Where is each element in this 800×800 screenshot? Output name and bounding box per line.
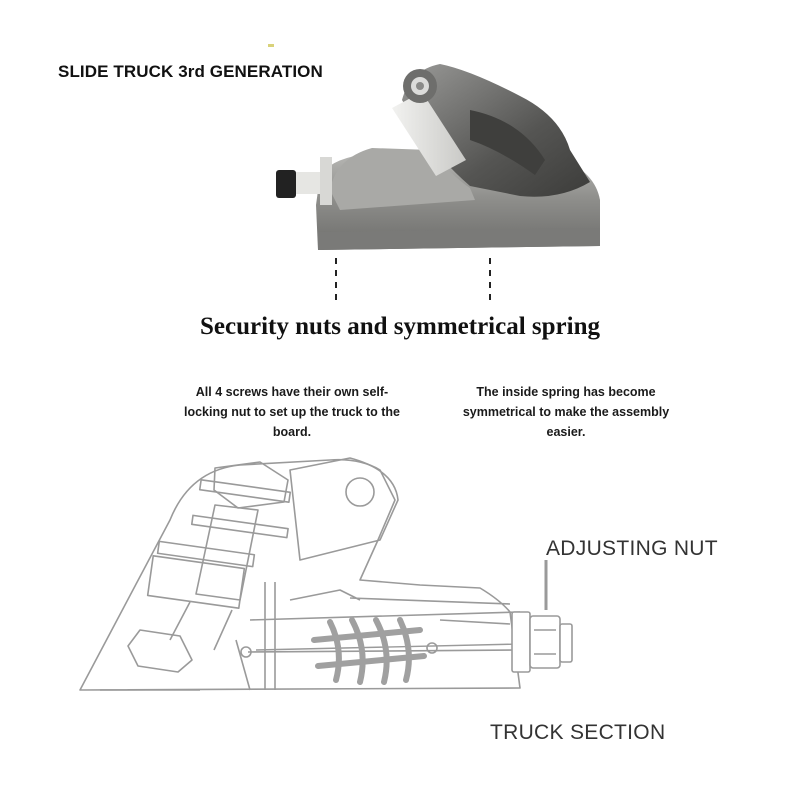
kingpin-shaft (195, 504, 259, 601)
note-symmetrical-spring: The inside spring has become symmetrical… (462, 385, 670, 439)
body-outline (79, 458, 521, 691)
bushing-base (146, 554, 246, 610)
truck-section-label: TRUCK SECTION (490, 721, 666, 744)
kingpin-bottom-nut (127, 629, 193, 673)
section-heading: Security nuts and symmetrical spring (200, 313, 600, 340)
hanger-ear (289, 457, 399, 561)
bushing-lower (156, 540, 256, 568)
washer-mid (190, 514, 289, 539)
left-nut-shape (276, 170, 296, 198)
kingpin-shape (292, 172, 322, 194)
washer-top (198, 478, 292, 504)
page-title: SLIDE TRUCK 3rd GENERATION (58, 62, 323, 81)
axle-shape (392, 92, 466, 176)
ear-hole (345, 477, 375, 507)
adjusting-nut-label: ADJUSTING NUT (546, 537, 718, 560)
adjusting-nut-shape (511, 611, 573, 673)
note-security-nuts: All 4 screws have their own self-locking… (184, 385, 400, 439)
truck-photo (268, 44, 600, 302)
spring-shape (311, 617, 427, 685)
